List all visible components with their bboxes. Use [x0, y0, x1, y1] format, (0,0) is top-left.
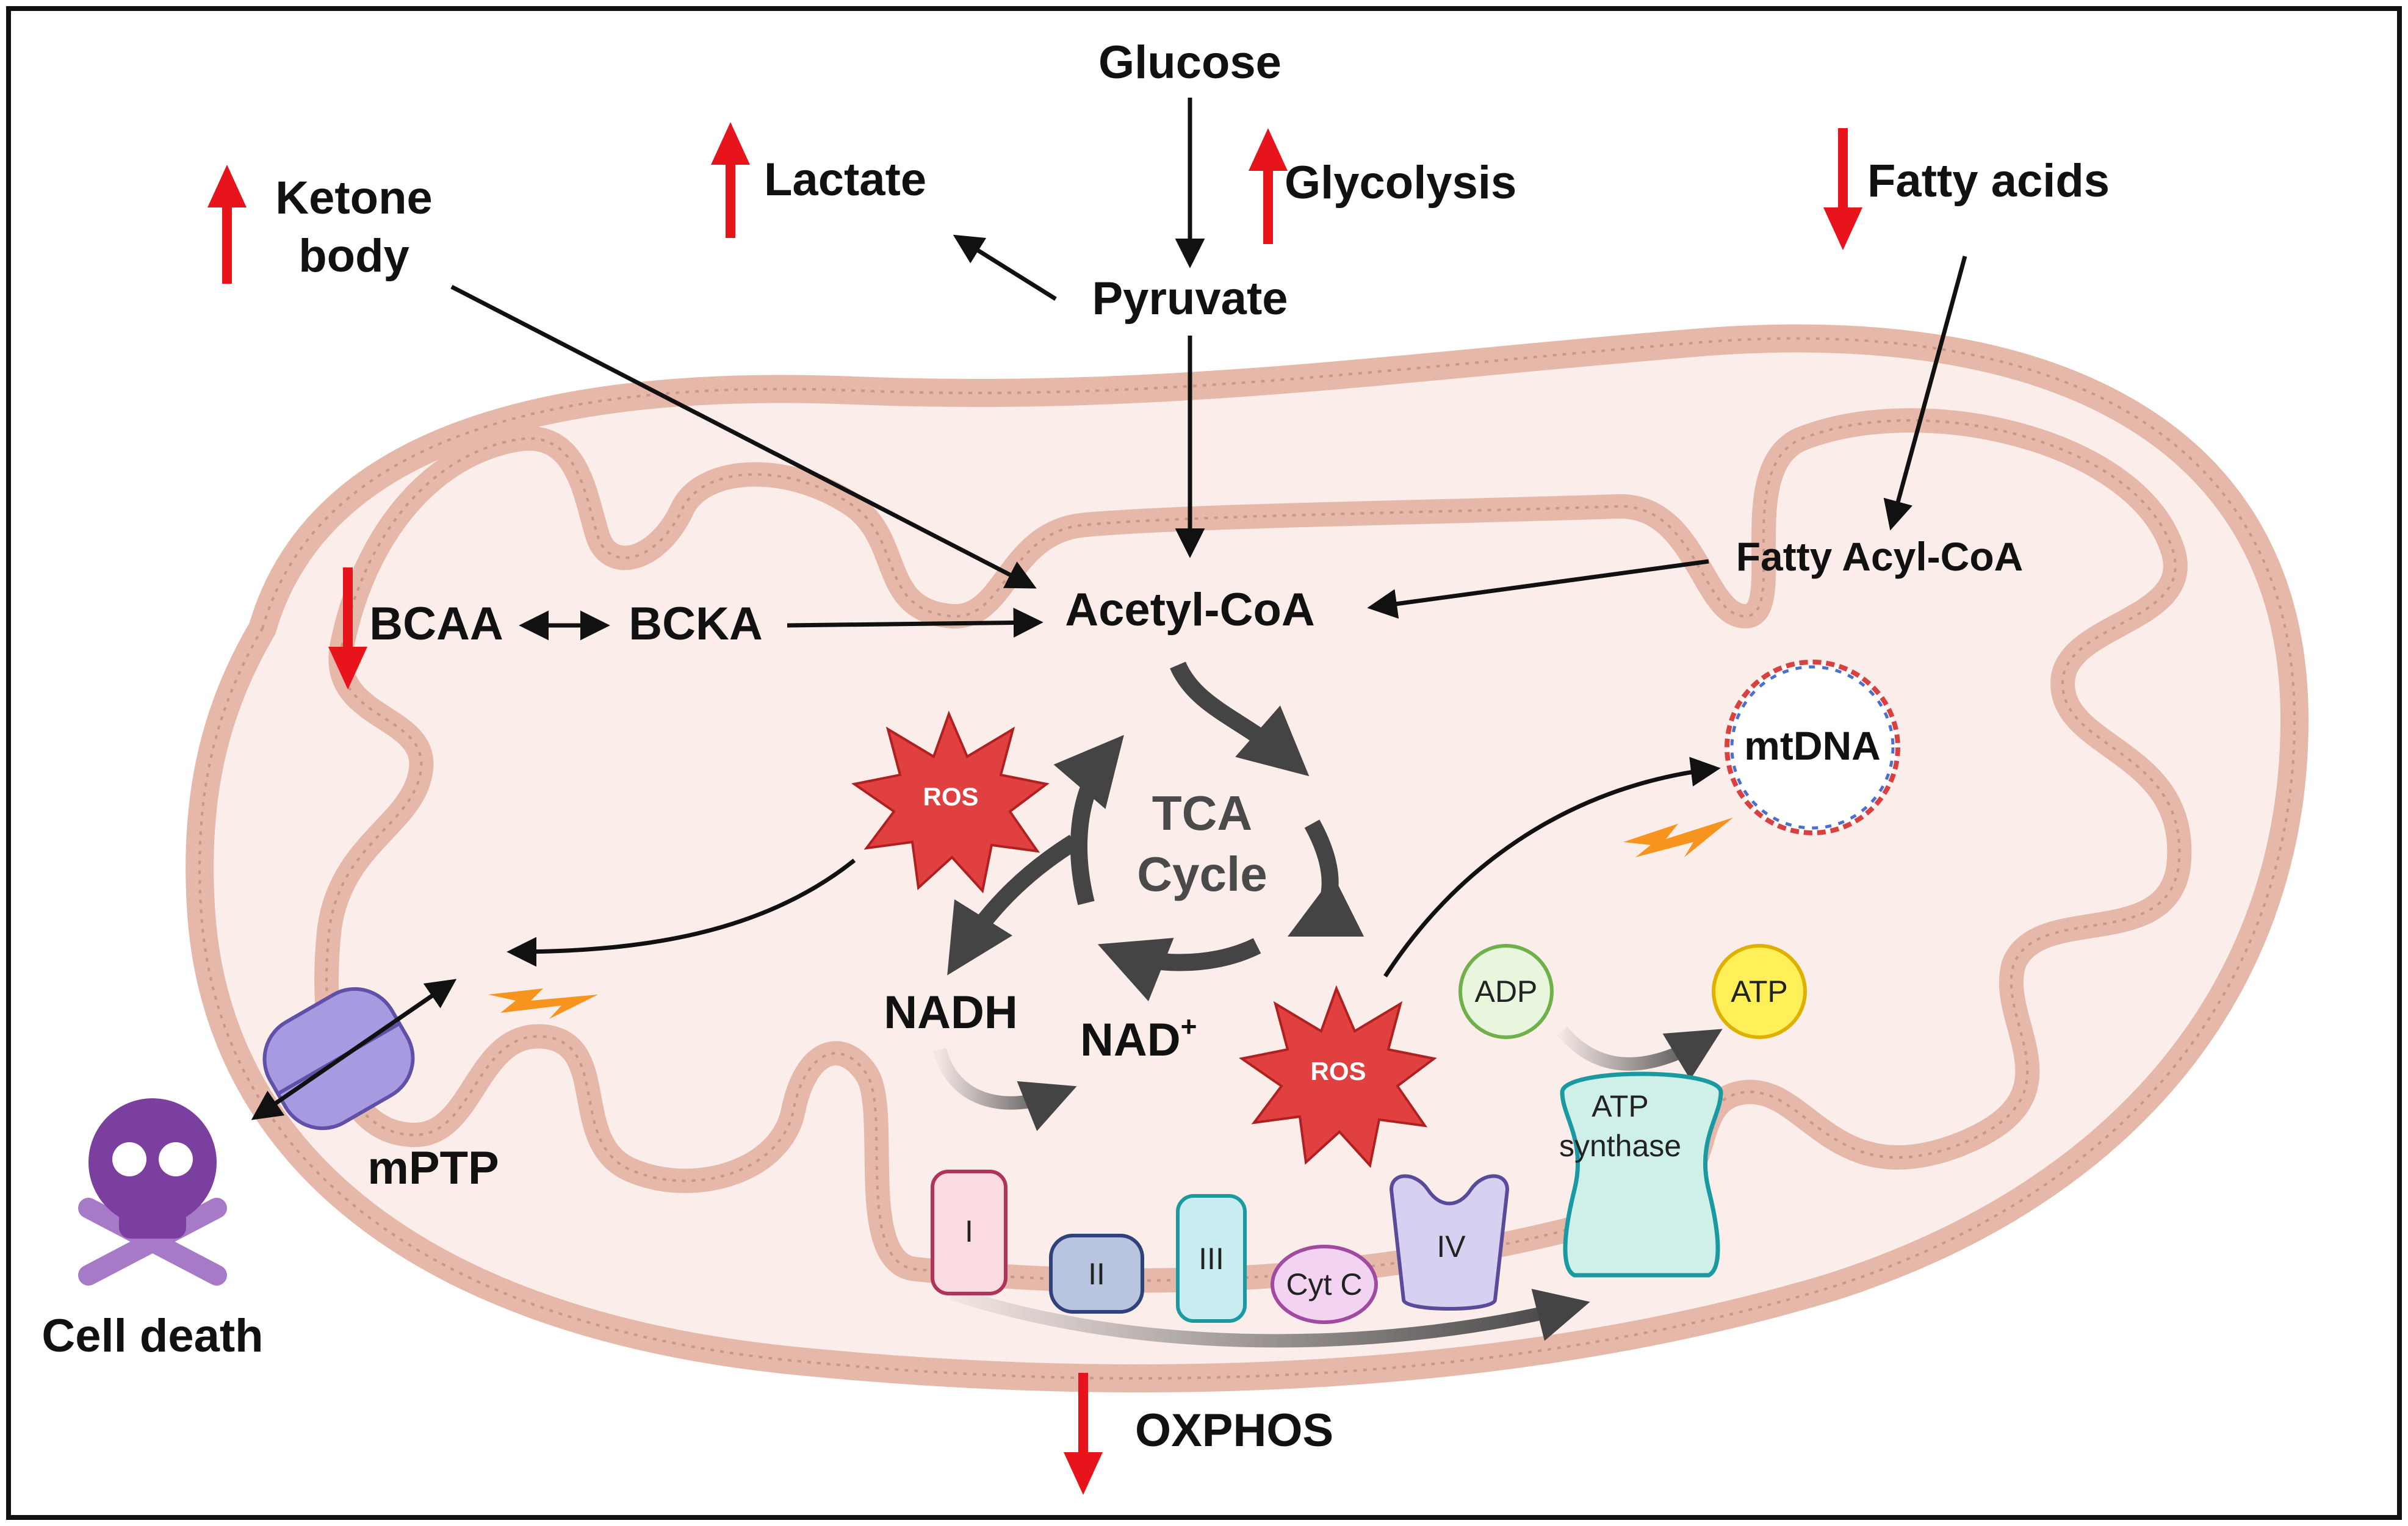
atp-label: ATP — [1731, 974, 1788, 1009]
complex-iv — [1389, 1174, 1510, 1311]
nadh-label: NADH — [884, 987, 1018, 1038]
glycolysis-up-arrow — [1249, 128, 1288, 244]
fattyacids-down-arrow — [1823, 128, 1862, 250]
cyt-c — [1271, 1245, 1378, 1324]
ros-to-mtdna-arrow — [1383, 757, 1721, 977]
ros-burst-icon: ROS — [851, 710, 1050, 894]
oxphos-label: OXPHOS — [1135, 1405, 1333, 1456]
complex-i — [931, 1170, 1008, 1295]
lightning-icon — [488, 988, 598, 1019]
atp-synthase — [1560, 1071, 1723, 1278]
acylcoa-to-acetylcoa-arrow — [1367, 559, 1709, 619]
fatty-acyl-coa-label: Fatty Acyl-CoA — [1736, 534, 2024, 579]
adp-circle — [1458, 944, 1554, 1039]
acetyl-coa-label: Acetyl-CoA — [1065, 584, 1315, 636]
atp-circle — [1712, 944, 1807, 1039]
ketone-to-acetylcoa-arrow — [450, 284, 1037, 589]
ros-label-1: ROS — [923, 782, 978, 811]
pyruvate-label: Pyruvate — [1092, 273, 1288, 325]
fatty-acids-label: Fatty acids — [1867, 155, 2110, 207]
complex-i-label: I — [965, 1214, 973, 1248]
mtdna-label: mtDNA — [1744, 723, 1881, 768]
lightning-icon-2 — [1623, 818, 1733, 857]
bcaa-label: BCAA — [369, 598, 503, 650]
nadh-to-nad-arrow — [933, 1048, 1077, 1131]
mtdna-circle-icon: mtDNA — [1725, 660, 1900, 835]
ketone-up-arrow — [207, 165, 247, 284]
lactate-up-arrow — [711, 122, 750, 238]
adp-label: ADP — [1475, 974, 1538, 1009]
tca-label-2: Cycle — [1137, 847, 1267, 901]
etc-to-atp-synthase-arrow — [950, 1287, 1590, 1348]
ros-label-2: ROS — [1310, 1057, 1366, 1085]
mptp-label: mPTP — [367, 1142, 499, 1194]
ketone-label-2: body — [298, 230, 409, 282]
bcaa-down-arrow — [328, 567, 367, 689]
ros-to-mptp-arrow — [506, 858, 856, 967]
bcka-label: BCKA — [629, 598, 763, 650]
tca-label-1: TCA — [1152, 786, 1252, 840]
adp-to-atp-arrow — [1557, 1026, 1723, 1080]
bcka-to-acetylcoa-arrow — [787, 607, 1044, 638]
complex-iv-label: IV — [1437, 1229, 1466, 1264]
nad-label: NAD+ — [1080, 1010, 1197, 1066]
atp-synthase-label-2: synthase — [1559, 1129, 1681, 1163]
ketone-label-1: Ketone — [275, 172, 433, 224]
pyruvate-to-lactate-arrow — [953, 234, 1057, 301]
complex-ii — [1049, 1234, 1144, 1314]
complex-ii-label: II — [1088, 1257, 1105, 1291]
atp-synthase-label-1: ATP — [1592, 1089, 1649, 1123]
cell-death-label: Cell death — [41, 1310, 263, 1362]
glycolysis-label: Glycolysis — [1285, 157, 1516, 209]
skull-crossbones-icon — [78, 1098, 227, 1286]
glucose-label: Glucose — [1098, 37, 1282, 88]
lactate-label: Lactate — [764, 154, 926, 206]
oxphos-down-arrow — [1064, 1373, 1103, 1495]
complex-iii-label: III — [1199, 1242, 1224, 1276]
tca-cycle-arrows — [947, 661, 1364, 1002]
cyt-c-label: Cyt C — [1286, 1267, 1363, 1301]
fattyacids-to-acylcoa-arrow — [1883, 256, 1967, 531]
complex-iii — [1176, 1194, 1247, 1323]
ros-burst-icon-2: ROS — [1238, 985, 1437, 1168]
